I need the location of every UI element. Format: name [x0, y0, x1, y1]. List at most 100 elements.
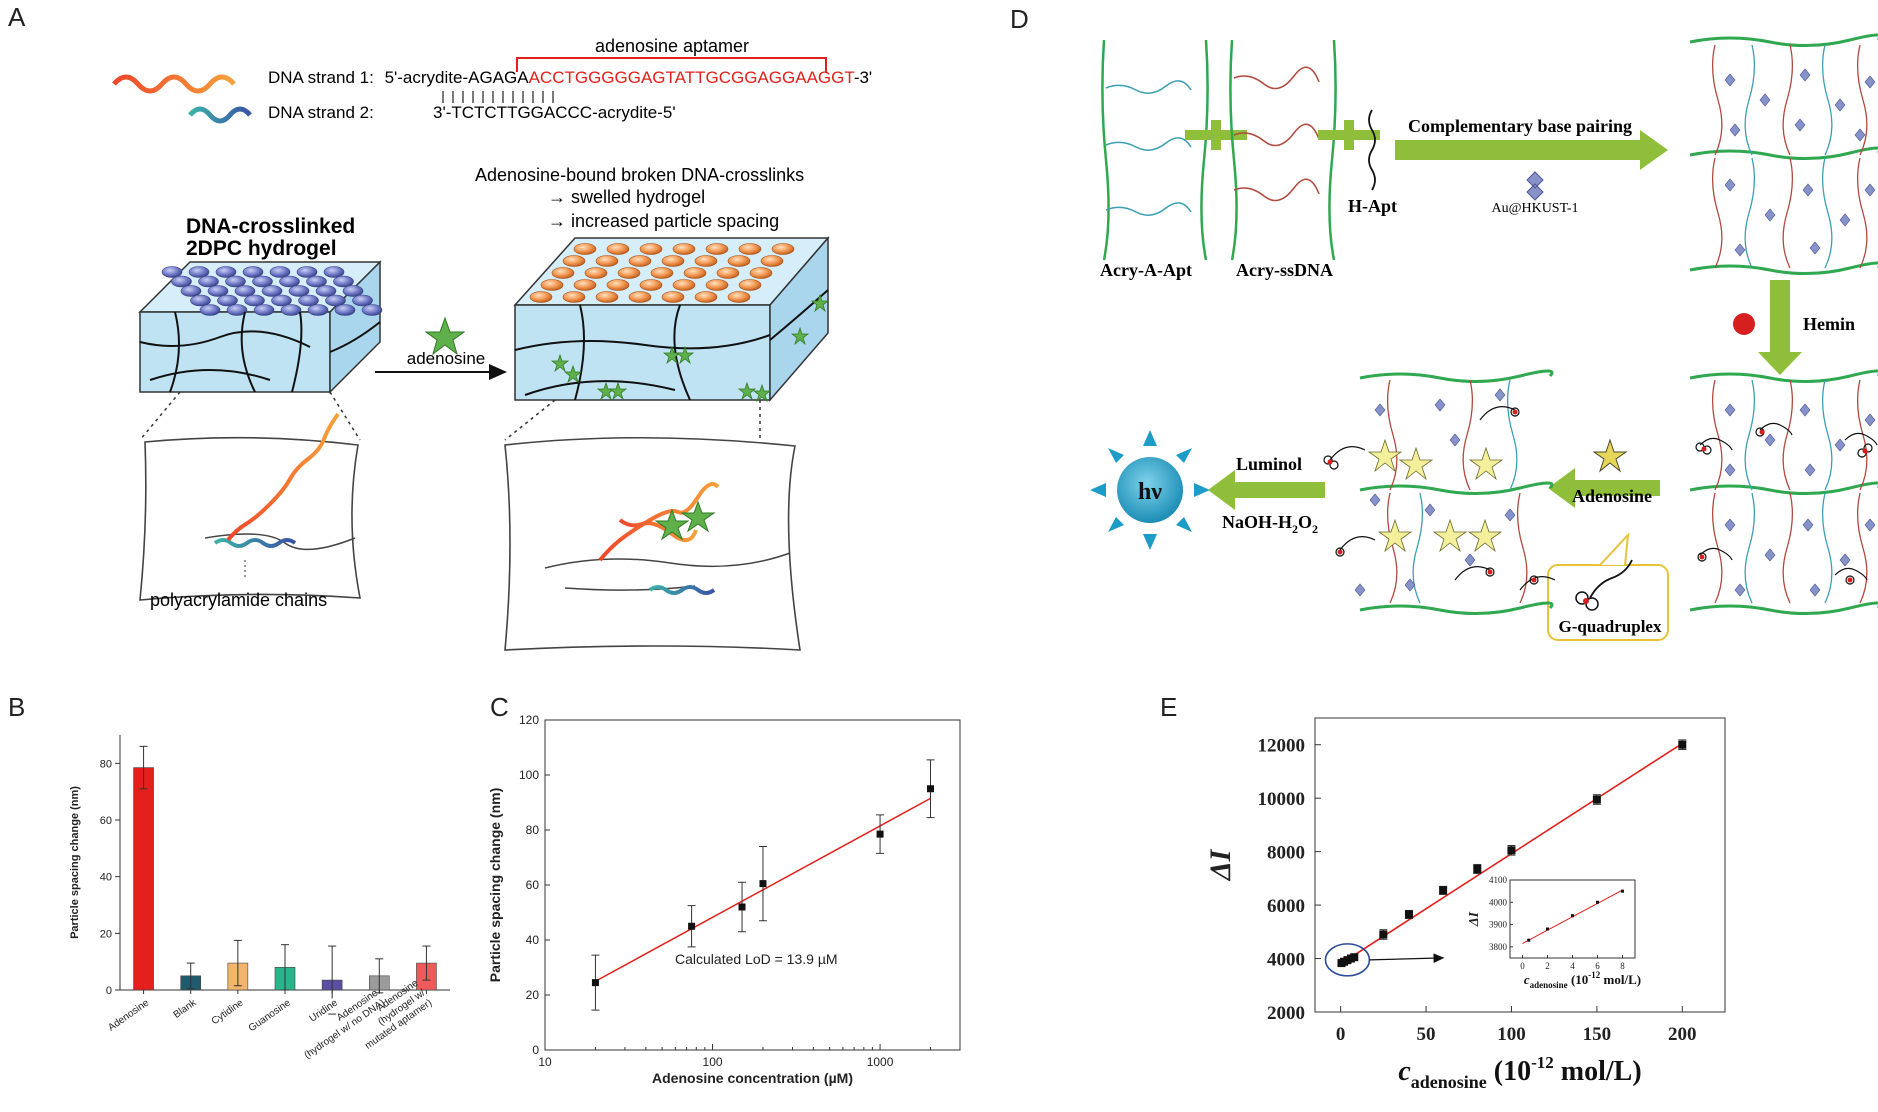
x-tick-label: Adenosine — [106, 997, 151, 1033]
blue-particle — [252, 275, 273, 288]
inset-x-tick-label: 8 — [1620, 961, 1625, 971]
inset-x-tick-label: 0 — [1520, 961, 1525, 971]
inset-data-point — [1527, 938, 1531, 942]
dna-strand-2-label: DNA strand 2: — [268, 103, 374, 122]
au-hkust-particle — [1374, 403, 1386, 417]
orange-particle — [617, 267, 641, 279]
blue-particle — [244, 294, 265, 307]
inset-x-tick-label: 6 — [1595, 961, 1600, 971]
inset-frame — [1509, 879, 1636, 959]
luminol-label: Luminol — [1236, 454, 1302, 474]
blue-particle — [234, 285, 256, 297]
plot-frame — [544, 719, 961, 1051]
blue-particle — [298, 294, 319, 307]
orange-particle — [738, 279, 762, 291]
y-tick-label: 0 — [532, 1043, 539, 1057]
orange-particle — [529, 291, 553, 303]
data-point — [591, 979, 599, 987]
orange-particle — [540, 279, 564, 291]
hemin-arrow — [1758, 280, 1802, 375]
adenosine-d-icon — [1592, 438, 1628, 473]
hemin-label: Hemin — [1803, 314, 1855, 334]
h-apt-label: H-Apt — [1348, 196, 1397, 216]
inset-y-tick-label: 4000 — [1489, 897, 1508, 907]
au-hkust-particle — [1404, 578, 1416, 592]
blue-particle — [279, 275, 300, 288]
y-tick-label: 20 — [526, 988, 540, 1002]
y-tick-label: 12000 — [1258, 736, 1306, 757]
orange-particle — [694, 291, 718, 303]
au-hkust-particle — [1809, 583, 1821, 597]
orange-particle — [595, 255, 619, 267]
au-hkust-particle — [1504, 508, 1516, 522]
au-hkust-particle — [1449, 433, 1461, 447]
data-point — [876, 830, 884, 838]
network-top-right — [1689, 33, 1878, 276]
dna-strand-2-icon — [188, 106, 252, 124]
y-tick-label: 100 — [519, 768, 539, 782]
strand1-suffix: -3' — [854, 68, 872, 87]
bar — [133, 767, 154, 991]
x-tick-label-group: Guanosine — [247, 997, 293, 1034]
orange-particle — [727, 291, 751, 303]
y-tick-label: 4000 — [1267, 950, 1305, 971]
zoom-guide-lines — [139, 391, 761, 441]
inset-data-point — [1571, 914, 1574, 918]
data-point — [1592, 795, 1601, 804]
g-quadruplex-label: G-quadruplex — [1559, 617, 1662, 636]
y-tick-label: 0 — [106, 985, 112, 997]
inset-y-tick-label: 4100 — [1489, 875, 1508, 885]
y-tick-label: 60 — [526, 878, 540, 892]
au-hkust-particle — [1729, 123, 1741, 137]
au-hkust-particle — [1802, 518, 1814, 532]
inset-data-point — [1596, 900, 1599, 904]
au-hkust-particle — [1724, 178, 1736, 192]
orange-particle — [595, 291, 619, 303]
orange-particle — [584, 267, 608, 279]
base-pairing-label: Complementary base pairing — [1408, 116, 1632, 136]
orange-particle — [639, 279, 663, 291]
data-point — [926, 785, 934, 793]
au-hkust-particle — [1434, 398, 1446, 412]
y-tick-label: 120 — [519, 713, 539, 727]
orange-particle-array — [529, 243, 795, 303]
au-hkust-particle — [1424, 503, 1436, 517]
blue-particle — [225, 275, 246, 288]
blue-particle — [361, 304, 383, 316]
network-middle — [1323, 369, 1556, 616]
y-axis-label: Particle spacing change (nm) — [487, 788, 503, 983]
x-tick-label: 100 — [1497, 1024, 1526, 1045]
luminol-arrow — [1208, 470, 1325, 510]
acry-a-apt-group — [1101, 39, 1209, 261]
strand1-label: DNA strand 1: — [268, 68, 374, 87]
inset-pointer-arrow — [1369, 953, 1445, 963]
blue-particle — [180, 285, 202, 297]
orange-particle — [661, 255, 685, 267]
acry-ssdna-group — [1229, 39, 1337, 261]
panel-d: D Acry-A-Apt Acry-ssDNA H-Apt Complement… — [1010, 4, 1878, 641]
adenosine-arrow-label: adenosine — [407, 349, 485, 368]
orange-particle — [705, 279, 729, 291]
orange-particle — [672, 279, 696, 291]
au-hkust-label: Au@HKUST-1 — [1491, 201, 1578, 216]
orange-particle — [760, 255, 784, 267]
x-tick-label: Blank — [172, 997, 200, 1021]
y-tick-label: 60 — [100, 815, 112, 827]
blue-particle — [261, 285, 283, 297]
panel-d-letter: D — [1010, 4, 1029, 34]
inset-x-axis-label: cadenosine (10-12 mol/L) — [1524, 970, 1641, 990]
x-tick-label: Guanosine — [247, 997, 293, 1034]
blue-particle — [199, 304, 221, 316]
x-tick-label: 150 — [1583, 1024, 1612, 1045]
au-hkust-particle — [1764, 548, 1776, 562]
y-tick-label: 2000 — [1267, 1003, 1305, 1024]
panel-c-letter: C — [490, 692, 509, 722]
au-hkust-particle — [1839, 553, 1851, 567]
y-tick-label: 40 — [526, 933, 540, 947]
aptamer-label: adenosine aptamer — [595, 36, 749, 56]
au-hkust-particle — [1724, 403, 1736, 417]
x-tick-label-group: Adenosine — [106, 997, 151, 1033]
orange-particle — [749, 267, 773, 279]
left-hydrogel-title-2: 2DPC hydrogel — [186, 237, 337, 260]
